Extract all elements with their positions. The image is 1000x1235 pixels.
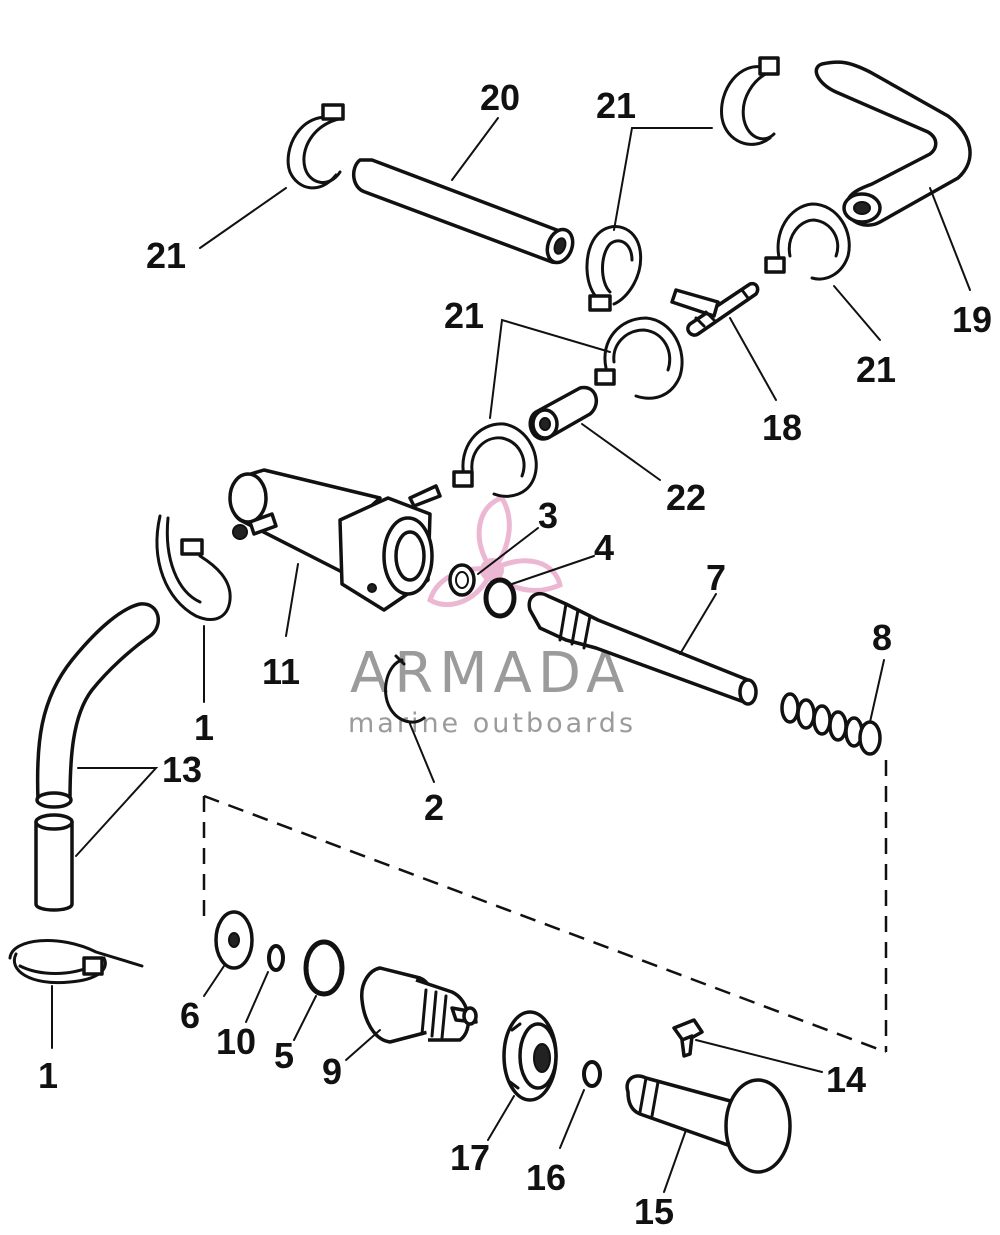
callout-21-left: 21 xyxy=(146,235,186,276)
leader-21-right xyxy=(833,285,881,341)
callout-15: 15 xyxy=(634,1191,674,1232)
leader-6 xyxy=(203,965,225,997)
leader-21-top xyxy=(613,127,713,231)
callout-14: 14 xyxy=(826,1059,866,1100)
knob-15 xyxy=(625,1074,792,1174)
callout-11: 11 xyxy=(262,651,300,692)
callout-4: 4 xyxy=(594,527,614,568)
callout-17: 17 xyxy=(450,1137,490,1178)
leader-21-mid xyxy=(489,318,611,419)
hose-19 xyxy=(814,60,972,227)
callout-5: 5 xyxy=(274,1035,294,1076)
callout-18: 18 xyxy=(762,407,802,448)
hose-clamp-1-bottom xyxy=(8,939,144,985)
callout-1-bottom: 1 xyxy=(38,1055,58,1096)
leader-8 xyxy=(869,659,885,723)
callout-21-top: 21 xyxy=(596,85,636,126)
plunger-7 xyxy=(527,591,758,706)
hose-clamp-1-top xyxy=(155,514,232,621)
leader-20 xyxy=(451,117,499,181)
callout-21-right: 21 xyxy=(856,349,896,390)
o-ring-10 xyxy=(267,944,285,972)
leader-3 xyxy=(477,527,539,575)
callout-13: 13 xyxy=(162,749,202,790)
callout-1-top: 1 xyxy=(194,707,214,748)
screw-14 xyxy=(672,1018,704,1058)
hose-13-upper xyxy=(35,602,161,809)
leader-5 xyxy=(293,995,317,1041)
bracket-17 xyxy=(502,1010,558,1102)
callout-10: 10 xyxy=(216,1021,256,1062)
leader-11 xyxy=(285,563,299,637)
tee-fitting-18 xyxy=(670,281,760,337)
callout-9: 9 xyxy=(322,1051,342,1092)
o-ring-4 xyxy=(483,577,517,619)
callout-6: 6 xyxy=(180,995,200,1036)
guide-line-diagonal xyxy=(203,794,887,1054)
leader-10 xyxy=(245,971,269,1023)
hose-clamp-21-mid-lower xyxy=(452,422,538,498)
o-ring-3 xyxy=(448,563,476,597)
leader-15 xyxy=(663,1129,687,1193)
leader-21-left xyxy=(199,187,287,249)
watermark-tagline: marine outboards xyxy=(348,708,636,739)
nut-9 xyxy=(360,966,478,1044)
leader-22 xyxy=(581,423,661,481)
callout-22: 22 xyxy=(666,477,706,518)
washer-6 xyxy=(214,910,254,970)
leader-9 xyxy=(345,1029,381,1061)
leader-17 xyxy=(487,1095,515,1141)
leader-14 xyxy=(695,1039,823,1073)
callout-8: 8 xyxy=(872,617,892,658)
leader-19 xyxy=(929,187,971,291)
hose-clamp-21-mid-upper xyxy=(594,316,684,400)
callout-21-mid: 21 xyxy=(444,295,484,336)
callout-16: 16 xyxy=(526,1157,566,1198)
callout-19: 19 xyxy=(952,299,992,340)
valve-body-11 xyxy=(228,468,442,612)
leader-13 xyxy=(75,767,159,857)
o-ring-5 xyxy=(303,939,345,997)
leader-7 xyxy=(679,593,717,655)
o-ring-16 xyxy=(582,1060,602,1088)
retaining-ring-2 xyxy=(384,654,426,724)
hose-clamp-21-top-a xyxy=(720,56,780,146)
callout-7: 7 xyxy=(706,557,726,598)
hose-20 xyxy=(352,158,575,265)
callout-3: 3 xyxy=(538,495,558,536)
spring-8 xyxy=(780,692,882,756)
hose-13-lower xyxy=(34,813,74,912)
hose-clamp-21-right xyxy=(764,202,851,281)
leader-2 xyxy=(409,723,435,783)
hose-clamp-21-left xyxy=(286,103,345,190)
watermark-brand: ARMADA xyxy=(350,641,630,706)
leader-18 xyxy=(729,317,777,401)
leader-4 xyxy=(511,555,595,585)
sleeve-22 xyxy=(528,385,599,441)
hose-clamp-21-top-b xyxy=(585,225,643,312)
leader-16 xyxy=(559,1089,585,1149)
callout-2: 2 xyxy=(424,787,444,828)
callout-20: 20 xyxy=(480,77,520,118)
